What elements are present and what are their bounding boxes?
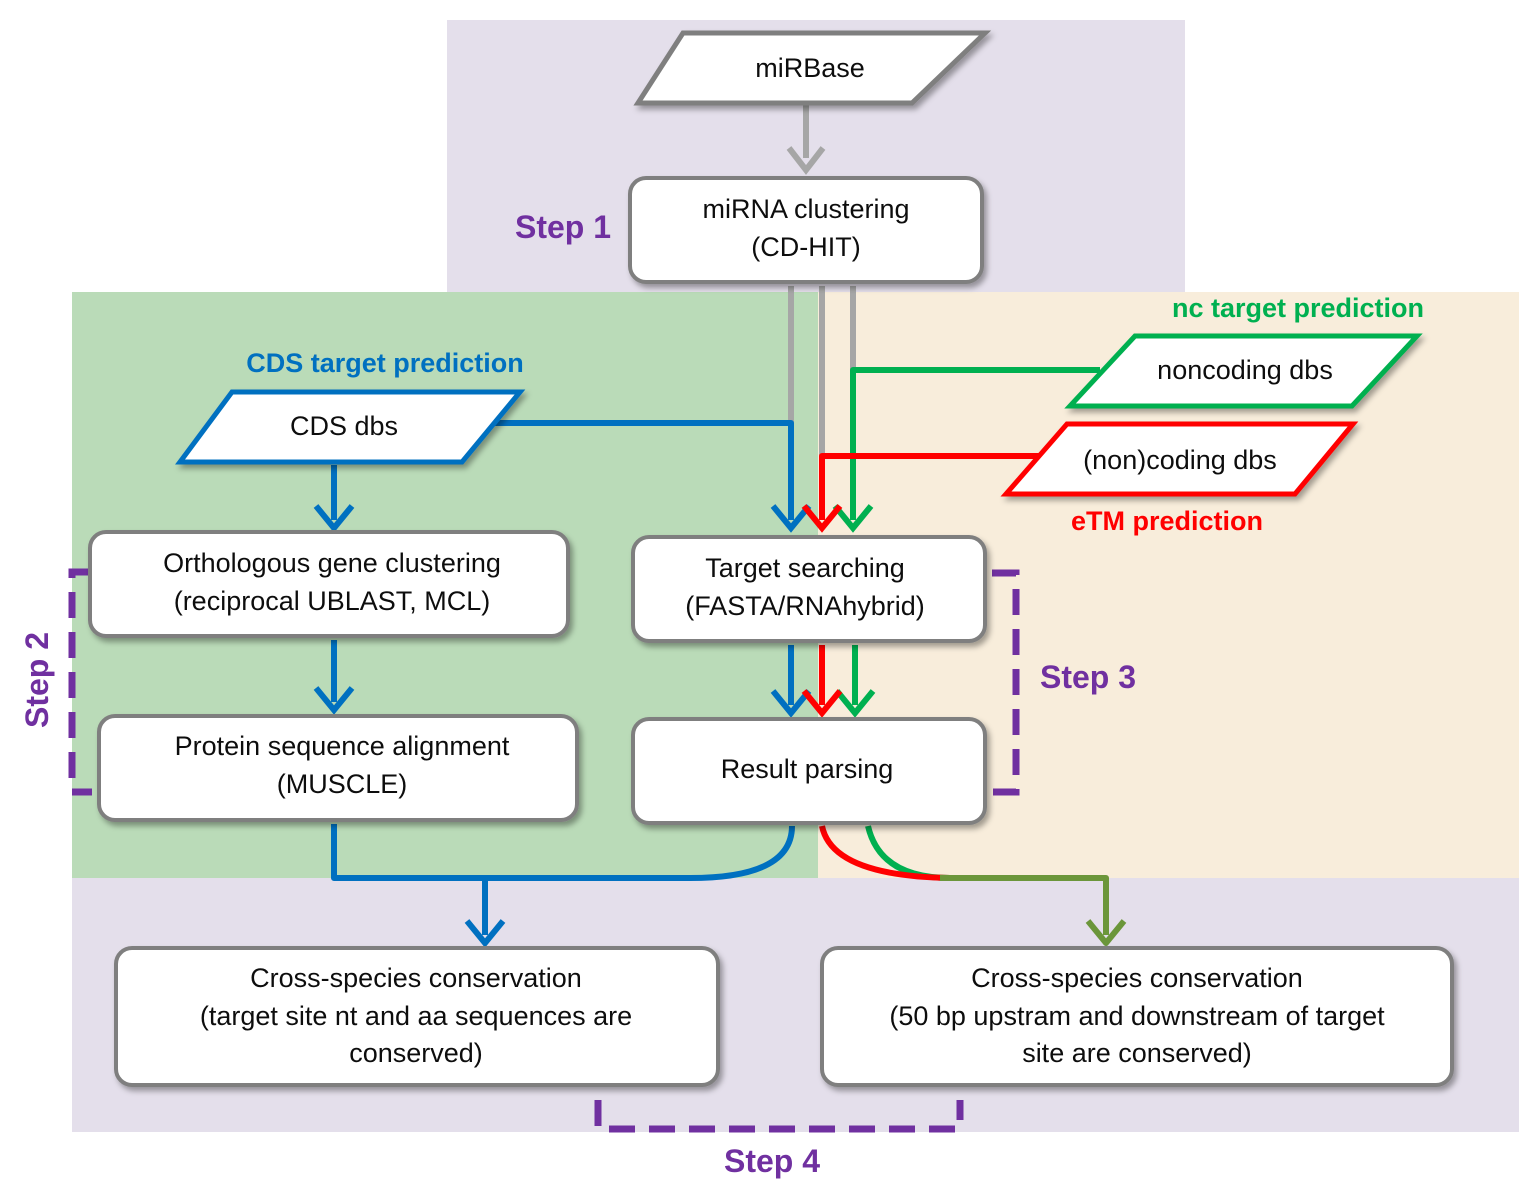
noncoding-coding-dbs-label: (non)coding dbs bbox=[1083, 445, 1277, 475]
step-brackets bbox=[68, 568, 1020, 1133]
merged-connector bbox=[940, 875, 1127, 946]
process-target-search: Target searching (FASTA/RNAhybrid) bbox=[631, 535, 987, 643]
ortholog-line2: (reciprocal UBLAST, MCL) bbox=[174, 586, 491, 616]
result-parsing-line1: Result parsing bbox=[721, 754, 894, 784]
step4-bracket bbox=[594, 1100, 964, 1133]
conservation-cds-line3: conserved) bbox=[349, 1038, 483, 1068]
process-mirna-clustering: miRNA clustering (CD-HIT) bbox=[628, 176, 984, 284]
step2-bracket bbox=[68, 568, 92, 796]
input-noncoding-dbs: noncoding dbs bbox=[1064, 333, 1423, 409]
cds-connectors bbox=[331, 420, 795, 935]
target-search-line2: (FASTA/RNAhybrid) bbox=[685, 591, 925, 621]
nc-target-label: nc target prediction bbox=[1172, 293, 1424, 323]
ortholog-line1: Orthologous gene clustering bbox=[163, 548, 501, 578]
mirna-clustering-line2: (CD-HIT) bbox=[751, 232, 860, 262]
mirna-clustering-line1: miRNA clustering bbox=[702, 194, 909, 224]
step3-bracket bbox=[992, 569, 1020, 796]
step2-label: Step 2 bbox=[19, 632, 55, 728]
etm-label: eTM prediction bbox=[1071, 506, 1263, 536]
process-conservation-nc: Cross-species conservation (50 bp upstra… bbox=[820, 946, 1454, 1087]
input-cds-dbs: CDS dbs bbox=[175, 389, 526, 465]
conservation-nc-line1: Cross-species conservation bbox=[971, 963, 1303, 993]
etm-connectors bbox=[819, 453, 1045, 881]
mirbase-label: miRBase bbox=[755, 53, 865, 83]
process-protein-align: Protein sequence alignment (MUSCLE) bbox=[97, 714, 579, 822]
conservation-nc-line3: site are conserved) bbox=[1022, 1038, 1252, 1068]
step1-label: Step 1 bbox=[515, 209, 611, 245]
nc-arrowheads bbox=[832, 504, 876, 718]
noncoding-dbs-label: noncoding dbs bbox=[1157, 355, 1333, 385]
target-search-line1: Target searching bbox=[705, 553, 905, 583]
step3-label: Step 3 bbox=[1040, 659, 1136, 695]
input-mirbase: miRBase bbox=[633, 30, 992, 106]
cds-arrowheads bbox=[313, 504, 812, 948]
cds-dbs-label: CDS dbs bbox=[290, 411, 398, 441]
arrowhead-mirbase bbox=[786, 146, 826, 175]
conservation-nc-line2: (50 bp upstram and downstream of target bbox=[889, 1001, 1385, 1031]
protein-align-line1: Protein sequence alignment bbox=[175, 731, 510, 761]
cds-target-label: CDS target prediction bbox=[246, 348, 524, 378]
process-conservation-cds: Cross-species conservation (target site … bbox=[114, 946, 720, 1087]
protein-align-line2: (MUSCLE) bbox=[277, 769, 408, 799]
input-noncoding-coding-dbs: (non)coding dbs bbox=[1000, 421, 1359, 497]
conservation-cds-line2: (target site nt and aa sequences are bbox=[200, 1001, 632, 1031]
conservation-cds-line1: Cross-species conservation bbox=[250, 963, 582, 993]
process-ortholog: Orthologous gene clustering (reciprocal … bbox=[88, 530, 570, 638]
etm-arrowheads bbox=[801, 504, 843, 718]
step4-label: Step 4 bbox=[724, 1143, 820, 1179]
process-result-parsing: Result parsing bbox=[631, 717, 987, 825]
